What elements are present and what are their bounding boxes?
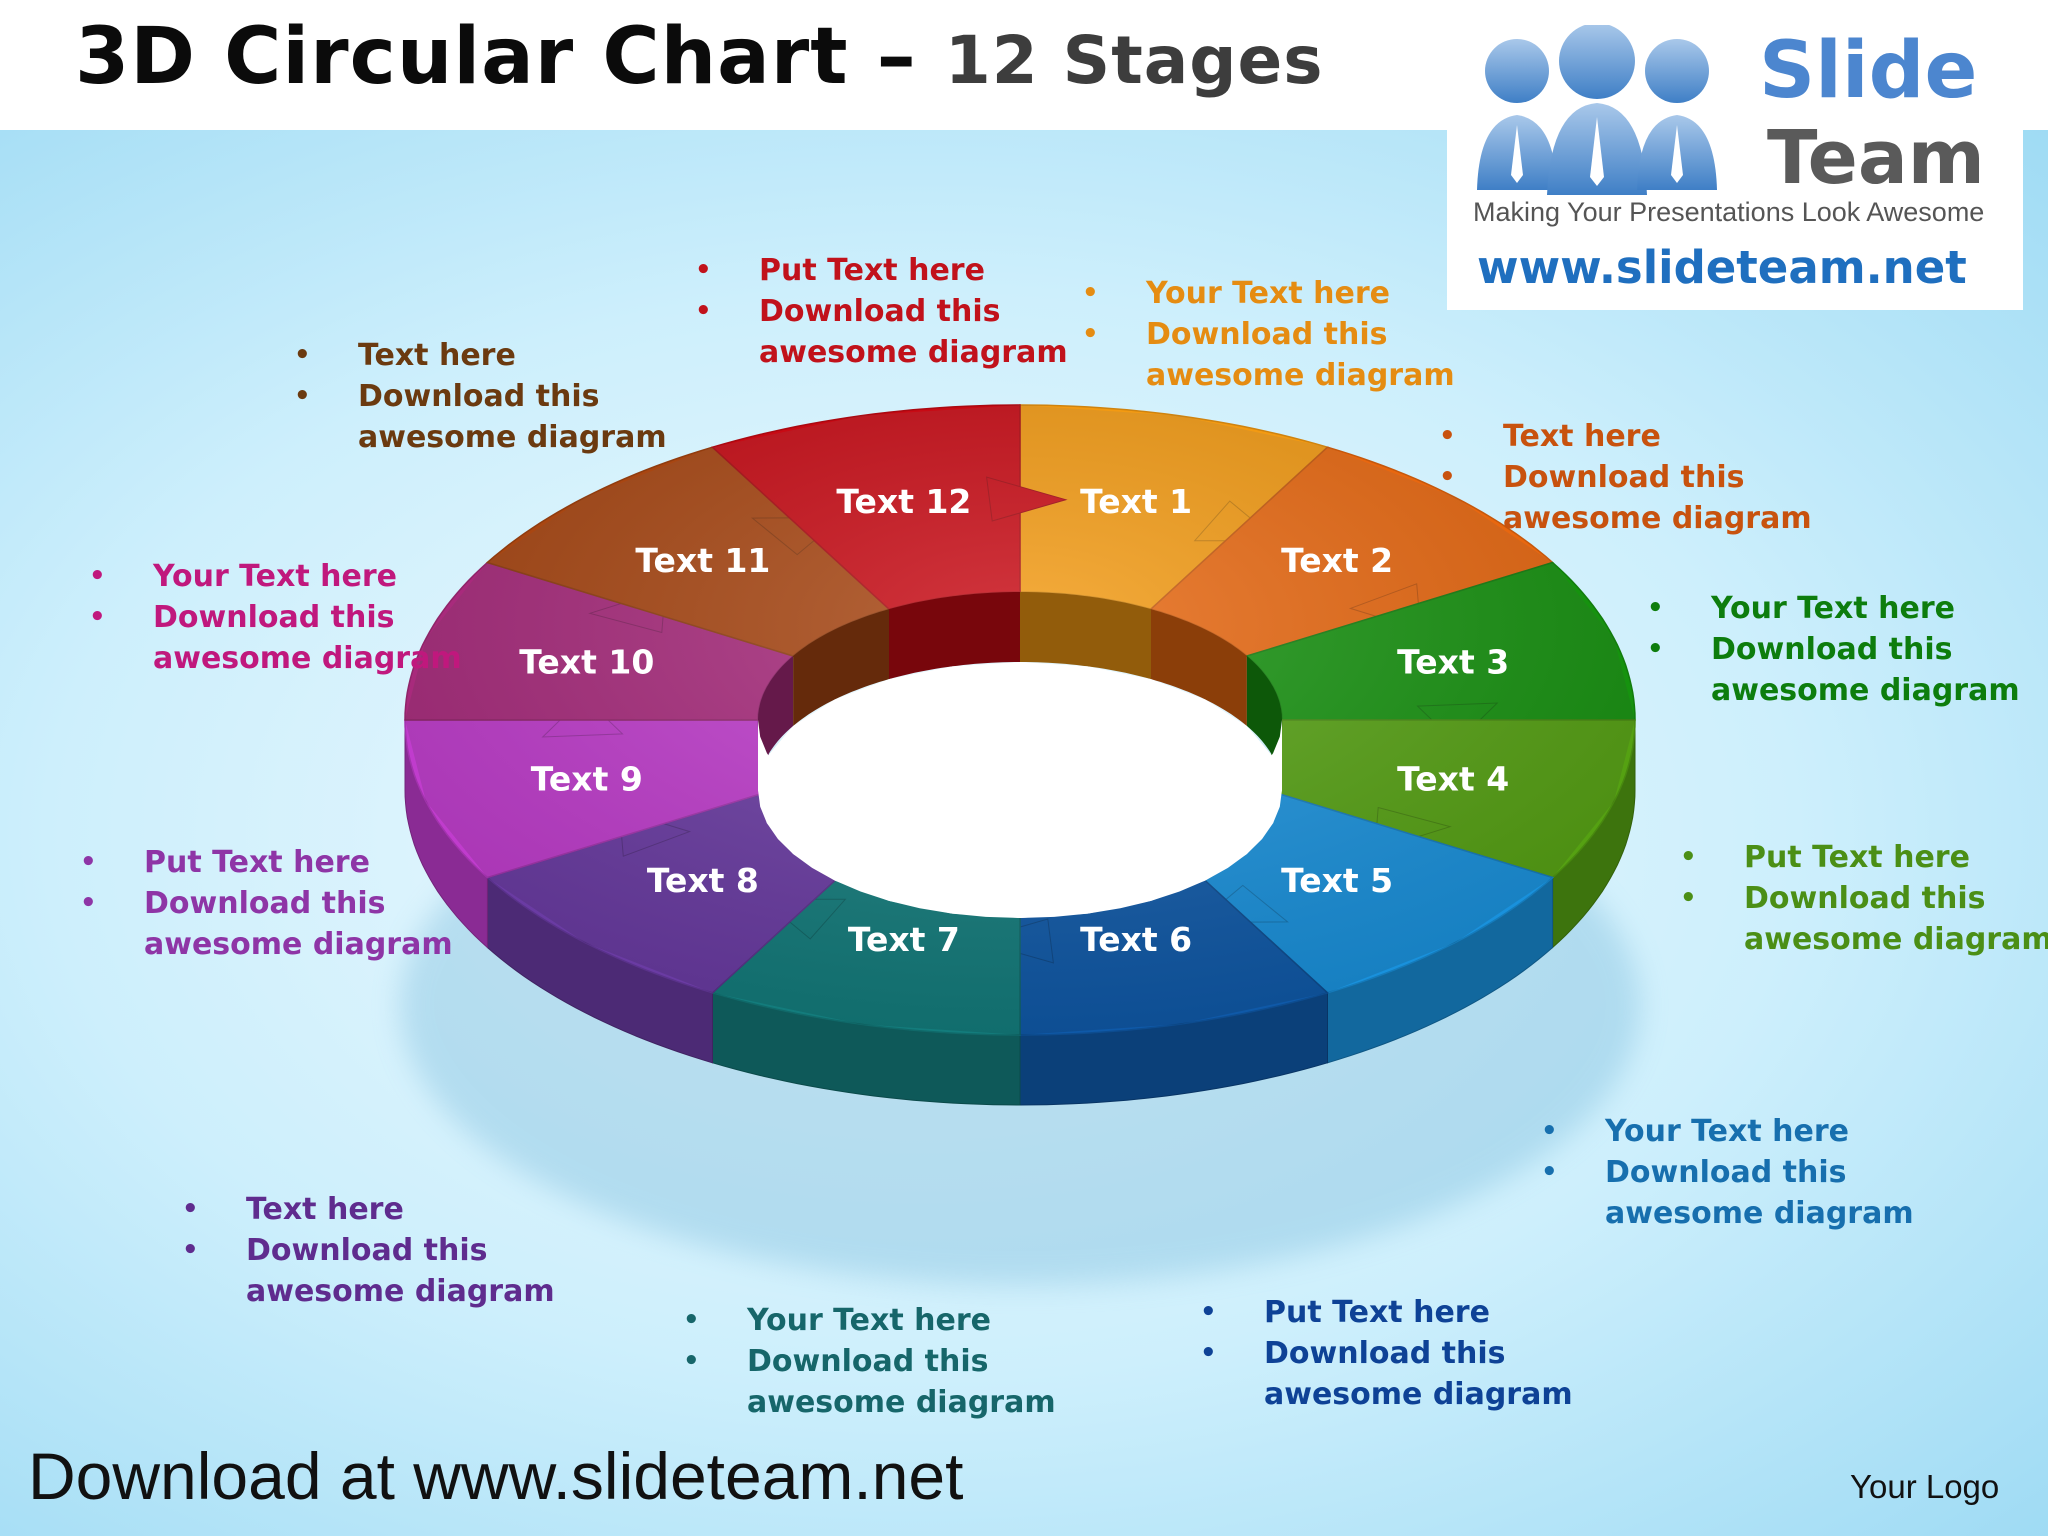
segment-label: Text 9 <box>531 760 643 799</box>
title-main: 3D Circular Chart – <box>75 12 917 102</box>
callout-line: Put Text here <box>695 250 1068 291</box>
title-subtitle: 12 Stages <box>944 22 1324 99</box>
segment-label: Text 5 <box>1281 861 1393 900</box>
callout-line: Your Text here <box>1082 273 1455 314</box>
ring-inner-segment <box>1020 592 1151 680</box>
ring-sheen <box>405 405 1635 1035</box>
callout-line: Your Text here <box>1647 588 2020 629</box>
callout-line: Text here <box>1439 416 1812 457</box>
people-logo-icon: Slide Team Making Your Presentations Loo… <box>1473 25 1985 294</box>
segment-label: Text 7 <box>848 920 960 959</box>
logo-name-line1: Slide <box>1759 26 1977 116</box>
slide-title: 3D Circular Chart – 12 Stages <box>75 12 1324 102</box>
download-link[interactable]: Download at www.slideteam.net <box>28 1439 964 1513</box>
segment-label: Text 6 <box>1080 920 1192 959</box>
brand-logo: Slide Team Making Your Presentations Loo… <box>1447 25 2023 310</box>
your-logo-placeholder: Your Logo <box>1850 1468 2000 1505</box>
segment-label: Text 3 <box>1397 642 1509 681</box>
callout-line: Your Text here <box>683 1300 1056 1341</box>
segment-label: Text 8 <box>647 861 759 900</box>
segment-label: Text 2 <box>1281 541 1393 580</box>
ring-hole-front <box>758 720 1282 918</box>
segment-label: Text 4 <box>1397 760 1509 799</box>
callout-line: Put Text here <box>1680 837 2048 878</box>
segment-label: Text 11 <box>635 541 770 580</box>
logo-tagline: Making Your Presentations Look Awesome <box>1473 197 1984 227</box>
callout-line: Put Text here <box>1200 1292 1573 1333</box>
callout-line: Put Text here <box>80 842 453 883</box>
callout-line: Your Text here <box>89 556 462 597</box>
segment-label: Text 10 <box>519 642 654 681</box>
callout-line: Your Text here <box>1541 1111 1914 1152</box>
ring-inner-wall <box>758 592 1282 918</box>
logo-name-line2: Team <box>1767 115 1985 201</box>
ring-inner-segment <box>793 609 889 726</box>
segment-labels: Text 1 Text 2 Text 3 Text 4 Text 5 Text 6 Text… <box>519 482 1509 959</box>
callout-line: Text here <box>182 1189 555 1230</box>
callout-line: Text here <box>294 335 667 376</box>
segment-label: Text 1 <box>1080 482 1192 521</box>
ring-inner-segment <box>1151 609 1247 726</box>
ring-inner-segment <box>889 592 1020 680</box>
segment-label: Text 12 <box>836 482 971 521</box>
logo-url: www.slideteam.net <box>1477 241 1967 294</box>
